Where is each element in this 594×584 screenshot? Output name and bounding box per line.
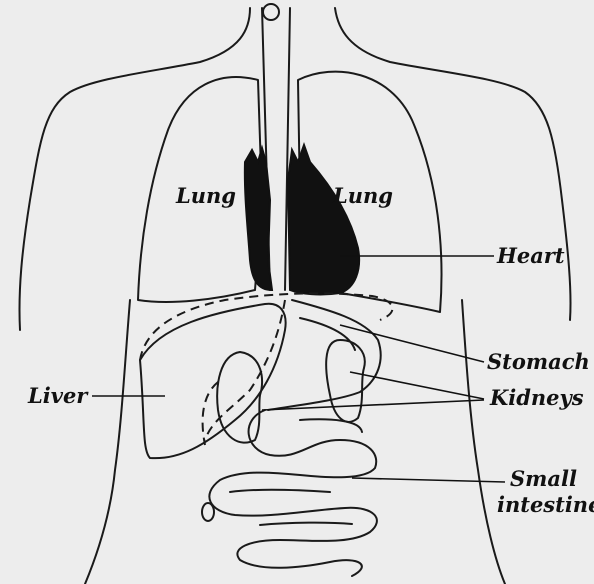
throat-ring: [263, 4, 279, 20]
kidneys-pointer-right: [350, 372, 484, 399]
lung-right-label: Lung: [332, 183, 393, 208]
stomach-pointer: [340, 325, 484, 362]
torso-side-left: [85, 300, 130, 584]
kidneys-label: Kidneys: [489, 385, 584, 410]
liver-label: Liver: [27, 383, 89, 408]
heart-label: Heart: [496, 243, 565, 268]
appendix-loop: [202, 503, 214, 521]
torso-outline: [19, 8, 250, 330]
heart-shape: [245, 148, 272, 290]
small-intestine-label-1: Small: [510, 466, 577, 491]
liver: [140, 304, 286, 458]
small-intestine-label-2: intestine: [497, 492, 594, 517]
torso-outline-right: [335, 8, 571, 320]
torso-side-right: [462, 300, 505, 584]
intestine-pointer: [352, 478, 505, 482]
kidney-right: [326, 340, 365, 422]
small-intestine: [209, 410, 377, 576]
lung-left-label: Lung: [175, 183, 236, 208]
stomach-label: Stomach: [487, 349, 590, 374]
kidney-left: [217, 352, 262, 443]
heart-shape-main: [288, 145, 359, 294]
